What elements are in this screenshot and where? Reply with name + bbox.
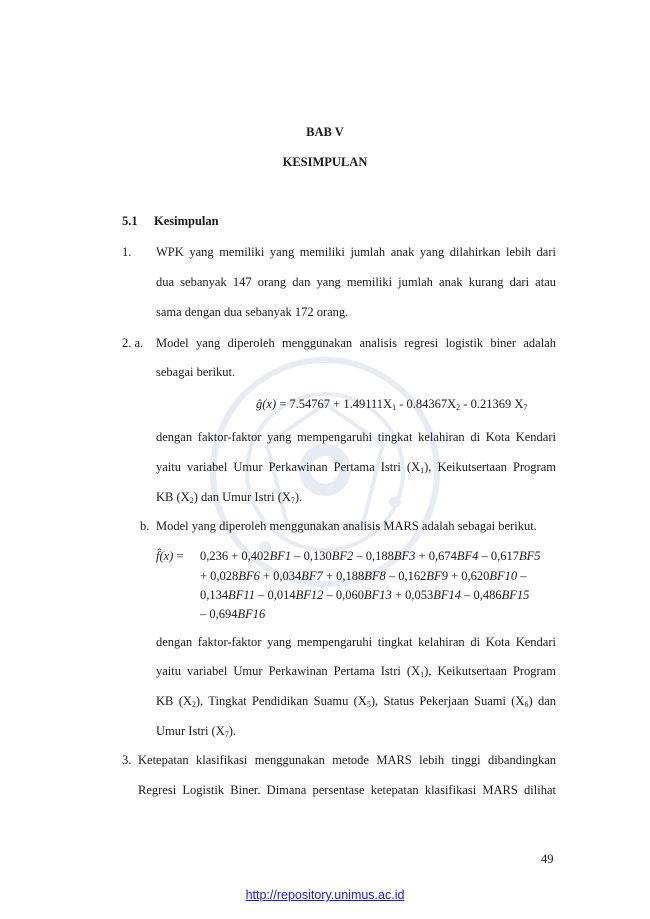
item-2b-after-line-1: dengan faktor-faktor yang mempengaruhi t… [156,635,556,649]
item-2a-line-1: Model yang diperoleh menggunakan analisi… [156,336,556,350]
page-number: 49 [541,852,554,866]
item-2a-after-line-1: dengan faktor-faktor yang mempengaruhi t… [156,430,556,444]
item-2b-after-line-2: yaitu variabel Umur Perkawinan Pertama I… [156,664,556,679]
item-3-number: 3. [122,753,132,767]
item-2a-line-2: sebagai berikut. [156,365,236,379]
item-2b-intro: Model yang diperoleh menggunakan analisi… [156,519,537,533]
mars-equation-lhs: f̂(x) = [156,549,184,563]
item-2b-after-line-4: Umur Istri (X7). [156,724,237,739]
item-2a-after-line-3: KB (X2) dan Umur Istri (X7). [156,490,303,505]
item-2a-number: 2. a. [122,336,144,350]
item-1-line-2: dua sebanyak 147 orang dan yang memiliki… [156,275,556,289]
item-2b-number: b. [140,519,150,533]
section-title: Kesimpulan [154,214,219,228]
item-2a-after-line-2: yaitu variabel Umur Perkawinan Pertama I… [156,460,556,475]
item-1-line-1: WPK yang memiliki yang memiliki jumlah a… [156,245,556,259]
mars-equation-line-4: – 0,694BF16 [200,607,266,621]
mars-equation-line-3: 0,134BF11 – 0,014BF12 – 0,060BF13 + 0,05… [200,588,530,602]
chapter-title: KESIMPULAN [282,155,368,169]
logistic-equation: ĝ(x) = 7.54767 + 1.49111X1 - 0.84367X2 -… [256,397,528,412]
item-1-line-3: sama dengan dua sebanyak 172 orang. [156,305,349,319]
item-3-line-2: Regresi Logistik Biner. Dimana persentas… [138,783,556,797]
mars-equation-line-2: + 0,028BF6 + 0,034BF7 + 0,188BF8 – 0,162… [200,569,527,583]
section-number: 5.1 [122,214,138,228]
mars-equation-line-1: 0,236 + 0,402BF1 – 0,130BF2 – 0,188BF3 +… [200,549,541,563]
chapter-label: BAB V [306,125,344,139]
item-2b-after-line-3: KB (X2), Tingkat Pendidikan Suamu (X5), … [156,694,556,709]
item-1-number: 1. [122,245,132,259]
repository-link[interactable]: http://repository.unimus.ac.id [245,888,405,902]
logistic-equation-lhs: ĝ(x) [256,397,277,411]
item-3-line-1: Ketepatan klasifikasi menggunakan metode… [138,753,556,767]
